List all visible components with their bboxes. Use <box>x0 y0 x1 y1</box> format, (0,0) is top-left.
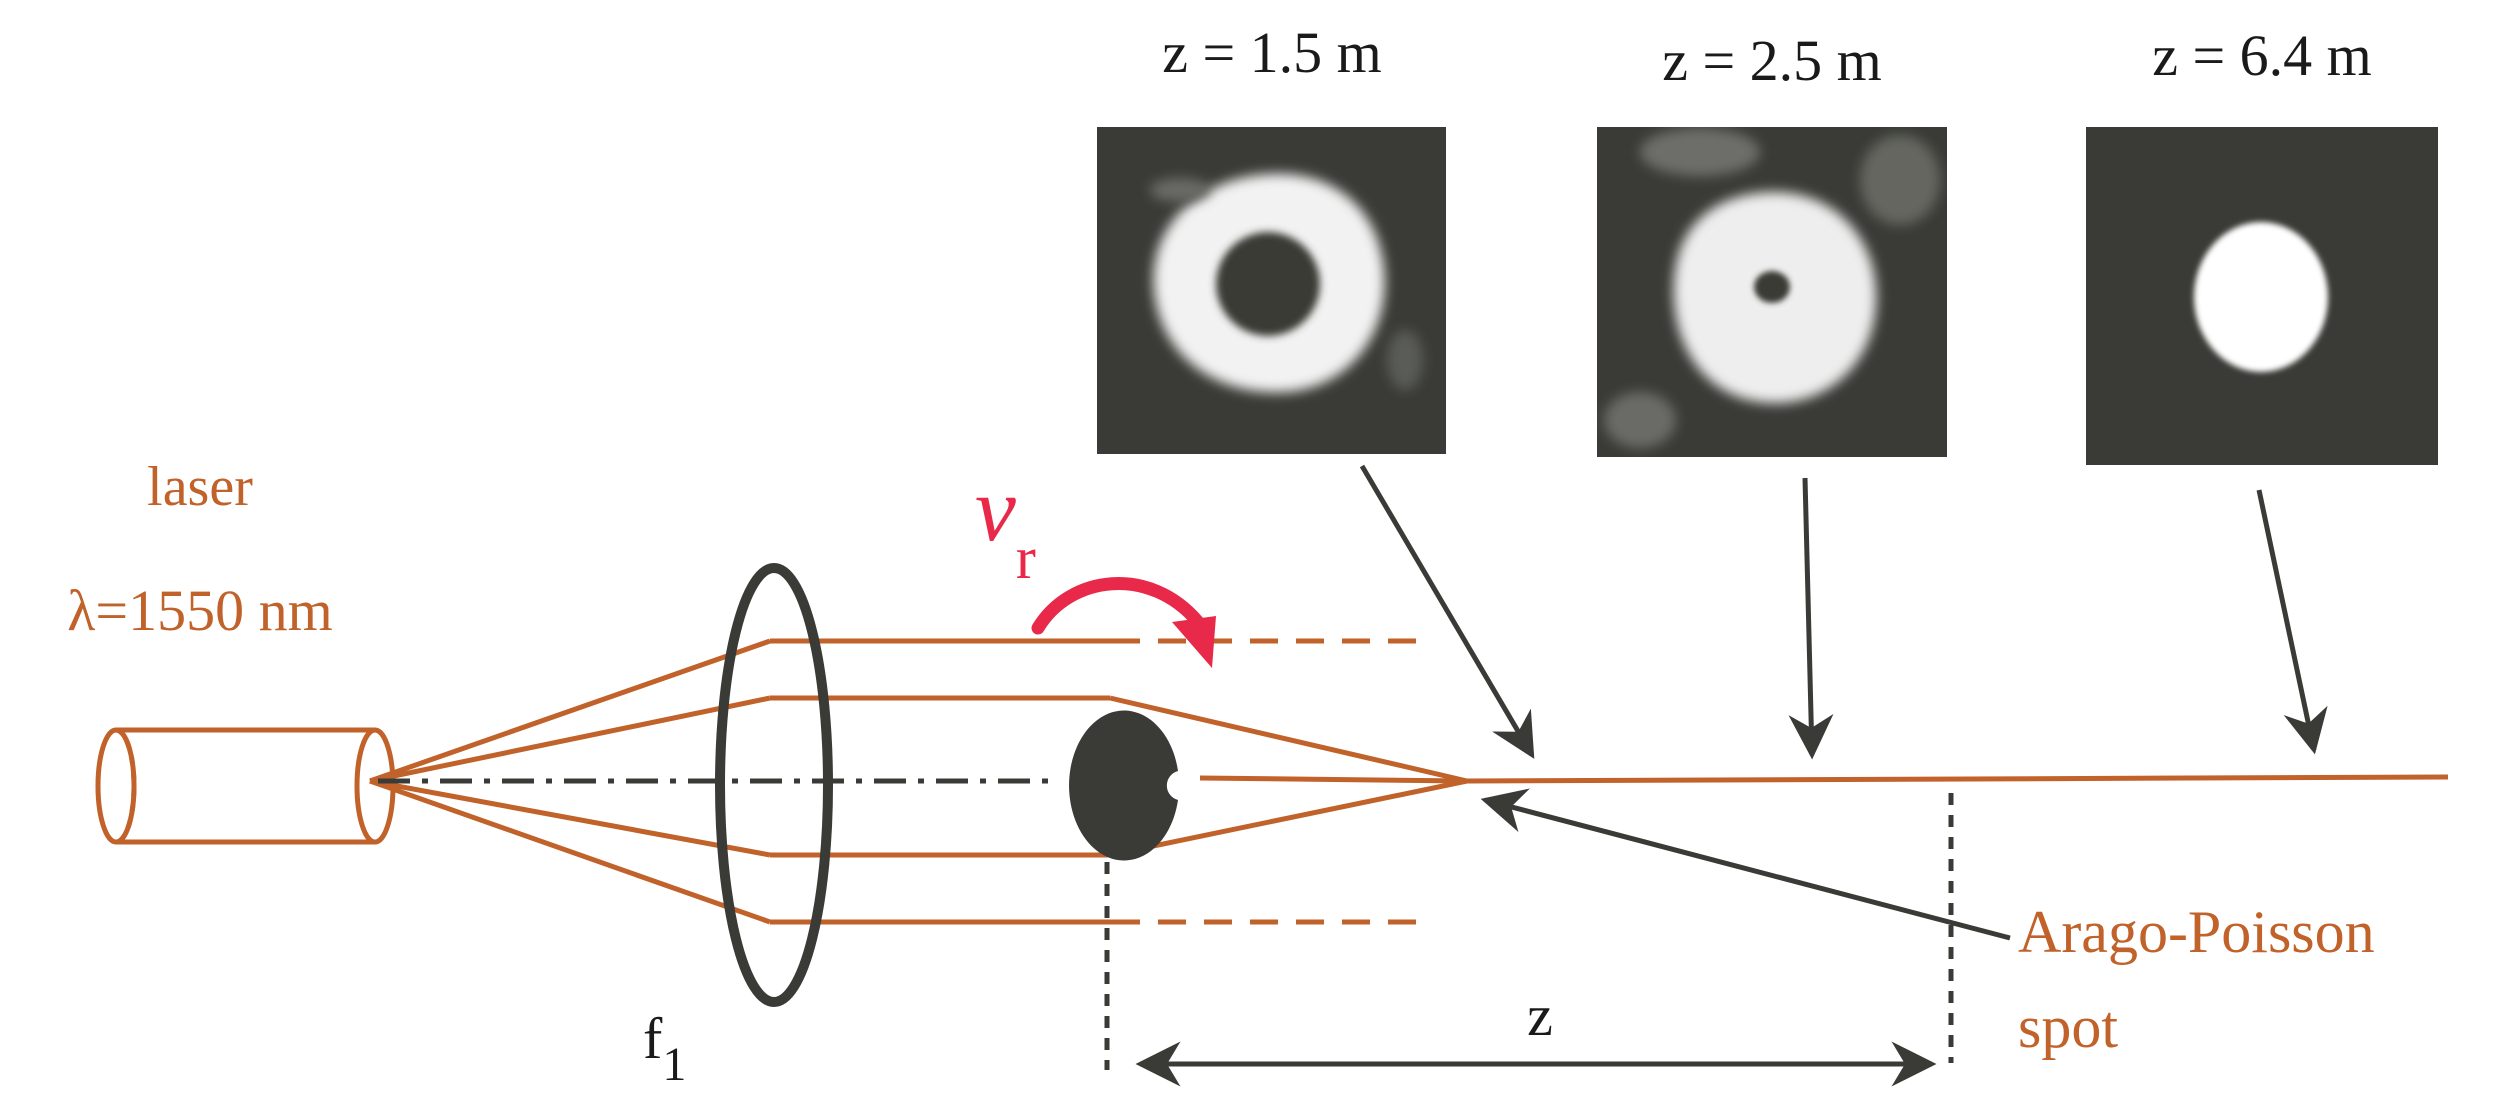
rotation-arrow-icon <box>1031 577 1216 668</box>
laser-source-icon <box>95 727 396 845</box>
panel-3-label: z = 6.4 m <box>2152 23 2372 88</box>
beam-profile-panel-1 <box>1097 127 1446 454</box>
beam-profile-panel-3 <box>2086 127 2438 465</box>
panel-2-arrow <box>1788 477 1834 760</box>
obstacle-disk-icon <box>1069 710 1178 861</box>
rotation-label-main: v <box>975 458 1016 560</box>
panel-1-label: z = 1.5 m <box>1162 20 1382 85</box>
beam-profile-panel-2 <box>1597 127 1947 457</box>
spot-pointer-arrow <box>1480 788 2011 941</box>
lens-icon <box>715 563 833 1007</box>
laser-beam-rays <box>369 638 2449 925</box>
panel-1-arrow <box>1359 464 1535 759</box>
lens-label-main: f <box>643 1006 663 1071</box>
panel-2-label: z = 2.5 m <box>1662 28 1882 93</box>
laser-label: laser <box>147 456 253 518</box>
wavelength-label: λ=1550 nm <box>67 578 332 643</box>
lens-label: f1 <box>643 1006 686 1091</box>
distance-label: z <box>1527 983 1553 1048</box>
spot-label-line2: spot <box>2018 994 2118 1060</box>
rotation-label: vr <box>975 458 1036 591</box>
panel-3-arrow <box>2256 489 2328 755</box>
lens-label-sub: 1 <box>662 1038 686 1091</box>
rotation-label-sub: r <box>1016 525 1036 591</box>
spot-label-line1: Arago-Poisson <box>2018 899 2375 965</box>
